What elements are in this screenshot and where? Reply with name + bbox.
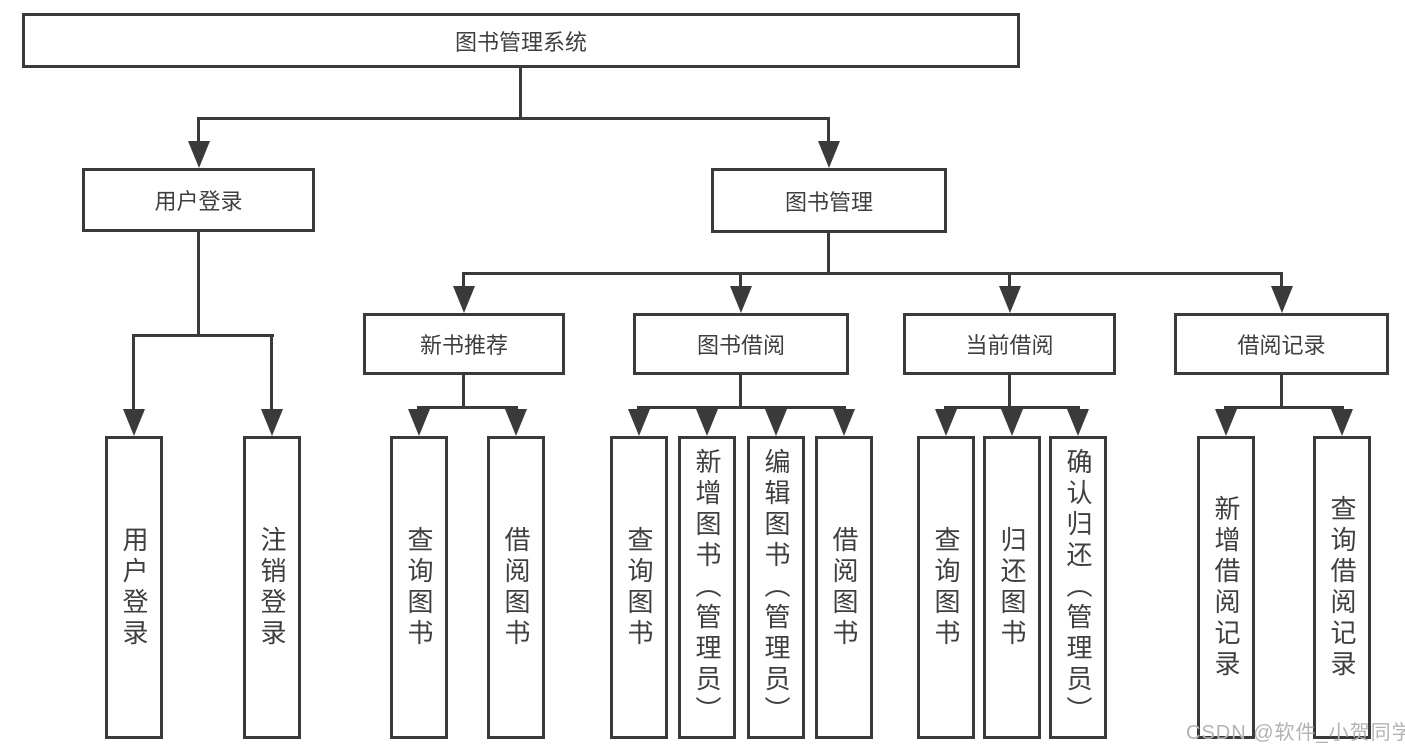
connector-root-stem — [519, 68, 522, 120]
node-label: 借阅图书 — [829, 525, 859, 650]
arrow-down-icon — [696, 409, 718, 436]
node-label: 借阅记录 — [1237, 333, 1326, 358]
arrow-down-icon — [628, 409, 650, 436]
node-current-borrow: 当前借阅 — [903, 313, 1116, 375]
arrow-down-icon — [765, 409, 787, 436]
leaf-confirm-return-admin: 确认归还（管理员） — [1049, 436, 1107, 739]
connector-drop — [1008, 272, 1011, 289]
leaf-add-books-admin: 新增图书（管理员） — [678, 436, 736, 739]
watermark: CSDN @软件_小贺同学 — [1186, 722, 1405, 744]
connector-user-stem — [197, 232, 200, 336]
leaf-query-borrow-record: 查询借阅记录 — [1313, 436, 1371, 739]
arrow-down-icon — [833, 409, 855, 436]
leaf-logout: 注销登录 — [243, 436, 301, 739]
connector-records-stem — [1280, 375, 1283, 409]
connector-drop — [827, 117, 830, 144]
node-library-system: 图书管理系统 — [22, 13, 1020, 68]
leaf-query-books-current: 查询图书 — [917, 436, 975, 739]
leaf-borrow-books-recommend: 借阅图书 — [487, 436, 545, 739]
node-user-login: 用户登录 — [82, 168, 315, 232]
connector-borrow-stem — [739, 375, 742, 409]
node-label: 用户登录 — [119, 525, 149, 650]
connector-drop — [132, 334, 135, 412]
arrow-down-icon — [935, 409, 957, 436]
leaf-query-books-recommend: 查询图书 — [390, 436, 448, 739]
node-label: 注销登录 — [257, 525, 287, 650]
arrow-down-icon — [1001, 409, 1023, 436]
connector-drop — [1280, 272, 1283, 289]
leaf-query-books-borrow: 查询图书 — [610, 436, 668, 739]
connector-mgmt-stem — [827, 233, 830, 275]
node-label: 新增借阅记录 — [1211, 494, 1241, 681]
connector-drop — [270, 334, 273, 412]
arrow-down-icon — [408, 409, 430, 436]
node-label: 新书推荐 — [419, 333, 508, 358]
node-new-book-recommend: 新书推荐 — [363, 313, 565, 375]
connector-records-branch — [1224, 406, 1344, 409]
node-label: 借阅图书 — [501, 525, 531, 650]
node-book-borrow: 图书借阅 — [633, 313, 849, 375]
connector-drop — [197, 117, 200, 144]
arrow-down-icon — [1271, 286, 1293, 313]
node-label: 查询图书 — [404, 525, 434, 650]
arrow-down-icon — [261, 409, 283, 436]
node-label: 新增图书（管理员） — [692, 448, 722, 727]
arrow-down-icon — [123, 409, 145, 436]
arrow-down-icon — [505, 409, 527, 436]
node-label: 归还图书 — [997, 525, 1027, 650]
connector-current-branch — [944, 406, 1080, 409]
node-label: 确认归还（管理员） — [1063, 448, 1093, 727]
node-label: 用户登录 — [154, 189, 243, 214]
connector-newbook-stem — [462, 375, 465, 409]
arrow-down-icon — [1067, 409, 1089, 436]
arrow-down-icon — [453, 286, 475, 313]
connector-drop — [462, 272, 465, 289]
arrow-down-icon — [818, 141, 840, 168]
arrow-down-icon — [1215, 409, 1237, 436]
arrow-down-icon — [730, 286, 752, 313]
connector-current-stem — [1008, 375, 1011, 409]
leaf-user-login: 用户登录 — [105, 436, 163, 739]
arrow-down-icon — [999, 286, 1021, 313]
leaf-borrow-books: 借阅图书 — [815, 436, 873, 739]
node-label: 编辑图书（管理员） — [761, 448, 791, 727]
connector-level3-branch — [462, 272, 1283, 275]
arrow-down-icon — [1331, 409, 1353, 436]
arrow-down-icon — [188, 141, 210, 168]
connector-level2-branch — [197, 117, 830, 120]
node-book-management: 图书管理 — [711, 168, 947, 233]
node-label: 查询图书 — [931, 525, 961, 650]
leaf-return-books: 归还图书 — [983, 436, 1041, 739]
node-label: 图书管理 — [784, 189, 873, 215]
node-label: 查询借阅记录 — [1327, 494, 1357, 681]
node-label: 图书管理系统 — [454, 29, 587, 55]
node-borrow-records: 借阅记录 — [1174, 313, 1389, 375]
node-label: 查询图书 — [624, 525, 654, 650]
leaf-edit-books-admin: 编辑图书（管理员） — [747, 436, 805, 739]
node-label: 当前借阅 — [965, 333, 1054, 358]
connector-borrow-branch — [637, 406, 846, 409]
node-label: 图书借阅 — [696, 333, 785, 358]
connector-drop — [739, 272, 742, 289]
leaf-add-borrow-record: 新增借阅记录 — [1197, 436, 1255, 739]
connector-user-branch — [132, 334, 274, 337]
connector-newbook-branch — [417, 406, 518, 409]
